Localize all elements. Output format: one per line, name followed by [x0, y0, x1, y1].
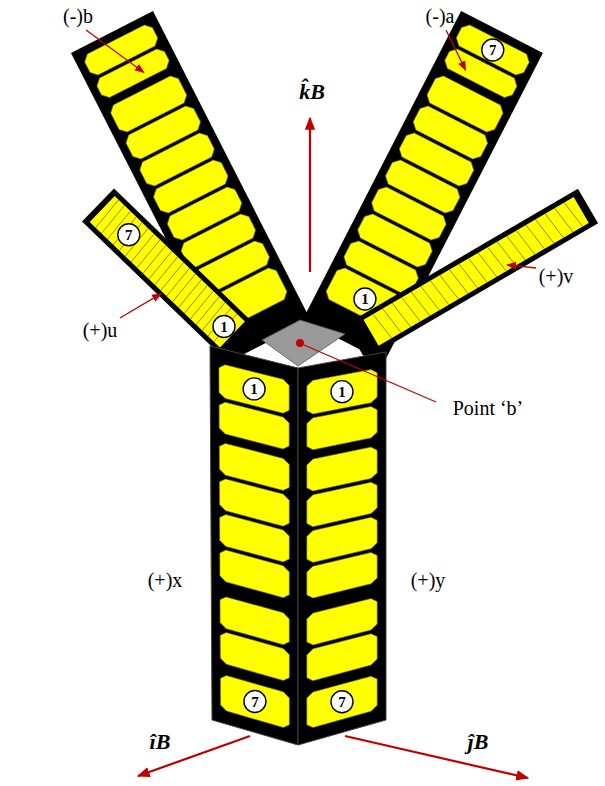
- cell-line: [96, 200, 119, 228]
- solar-cell: [307, 676, 377, 727]
- solar-cell: [220, 633, 289, 681]
- axis-label: îB: [150, 731, 171, 753]
- cell-line: [555, 208, 574, 232]
- cell-line: [383, 309, 402, 333]
- callout-circle: [118, 224, 140, 246]
- solar-panel: [71, 11, 311, 362]
- callout-number: 7: [125, 227, 133, 242]
- cell-line: [178, 280, 201, 308]
- panel-frame: [71, 11, 311, 362]
- panel-frame: [82, 188, 258, 360]
- leader-arrow: [86, 30, 144, 72]
- cell-line: [449, 270, 468, 294]
- panel-frame: [345, 189, 598, 360]
- part-label: (-)b: [63, 6, 93, 26]
- cell-line: [411, 292, 430, 316]
- callout-number: 1: [250, 381, 258, 396]
- cell-line: [516, 230, 535, 254]
- solar-cell: [220, 676, 289, 728]
- cell-line: [535, 219, 554, 243]
- cell-line: [161, 263, 184, 291]
- cell-line: [214, 314, 237, 342]
- cell-line: [137, 240, 160, 268]
- axis-arrow: [345, 736, 528, 778]
- callout-circle: [482, 39, 504, 61]
- callout-circle: [243, 378, 265, 400]
- callout-circle: [244, 691, 266, 713]
- leader-arrow: [446, 30, 466, 70]
- point-label: Point ‘b’: [453, 398, 524, 418]
- callout-number: 7: [251, 694, 259, 709]
- face-frame: [298, 352, 386, 745]
- cell-line: [190, 291, 213, 319]
- cell-line: [469, 258, 488, 282]
- callout-circle: [213, 316, 235, 338]
- solar-cell: [219, 402, 289, 449]
- callout-number: 7: [489, 43, 497, 58]
- reference-point: [296, 339, 304, 347]
- part-label: (+)y: [411, 570, 446, 590]
- face-frame: [210, 346, 298, 745]
- solar-cell: [307, 552, 377, 598]
- solar-cell: [307, 634, 377, 681]
- solar-cell: [220, 550, 289, 598]
- callout-number: 1: [220, 319, 228, 334]
- axis-label: k̂B: [299, 81, 325, 103]
- cell-line: [507, 236, 526, 260]
- cell-line: [373, 314, 392, 338]
- leader-arrow: [507, 265, 536, 268]
- cell-line: [143, 245, 166, 273]
- cell-line: [392, 303, 411, 327]
- part-label: (+)v: [539, 266, 574, 286]
- cell-line: [564, 203, 583, 227]
- solar-cell-strip: [364, 197, 589, 346]
- cell-line: [184, 285, 207, 313]
- cell-line: [149, 251, 172, 279]
- part-label: (-)a: [426, 6, 455, 26]
- cell-line: [155, 257, 178, 285]
- callout-circle: [331, 381, 353, 403]
- cell-line: [459, 264, 478, 288]
- cell-line: [478, 253, 497, 277]
- callout-number: 7: [338, 694, 346, 709]
- part-label: (+)u: [83, 320, 118, 340]
- cell-line: [402, 297, 421, 321]
- cell-line: [497, 242, 516, 266]
- cell-line: [440, 275, 459, 299]
- cell-line: [421, 286, 440, 310]
- top-face: [262, 320, 345, 366]
- part-label: (+)x: [148, 570, 183, 590]
- body-face: [210, 346, 298, 745]
- cell-line: [526, 225, 545, 249]
- body-face: [298, 352, 386, 745]
- solar-panel: [345, 189, 598, 360]
- callout-number: 1: [338, 384, 346, 399]
- leader-arrow: [120, 294, 161, 318]
- cell-line: [167, 268, 190, 296]
- cell-line: [488, 247, 507, 271]
- callout-number: 1: [361, 292, 369, 307]
- axis-label: ĵB: [468, 731, 489, 753]
- solar-cell: [307, 407, 377, 450]
- axis-arrow: [309, 118, 311, 272]
- cell-line: [430, 281, 449, 305]
- cell-line: [545, 214, 564, 238]
- leader-line: [304, 345, 436, 402]
- solar-panel: [82, 188, 258, 360]
- callout-circle: [354, 288, 376, 310]
- cell-line: [173, 274, 196, 302]
- callout-circle: [331, 691, 353, 713]
